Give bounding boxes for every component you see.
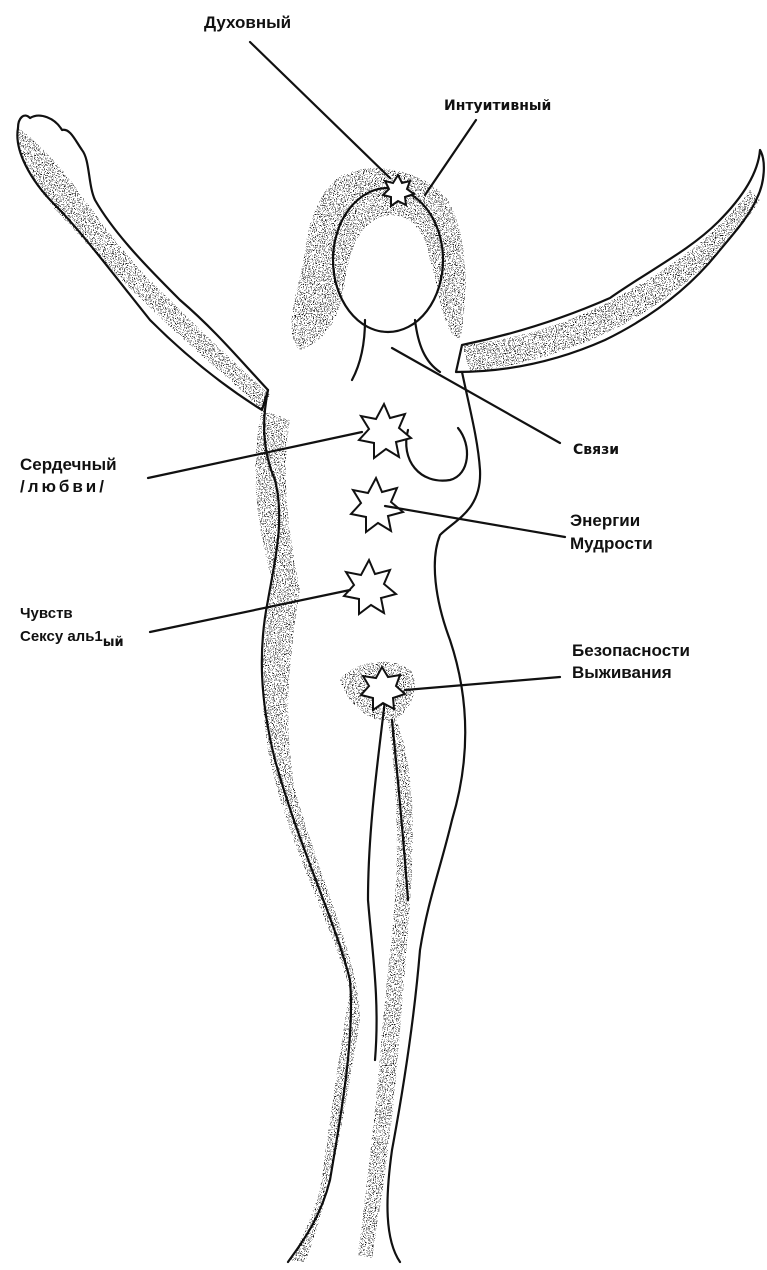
label-safety-line2: Выживания: [572, 662, 672, 683]
right-arm: [456, 150, 764, 372]
thigh-shading: [358, 700, 413, 1258]
chakra-stars: [344, 175, 414, 710]
star-chakra-icon: [359, 404, 411, 458]
label-heart-line1: Сердечный: [20, 454, 117, 475]
star-chakra-icon: [351, 478, 403, 532]
line-energy: [385, 506, 565, 537]
star-chakra-icon: [344, 560, 396, 614]
line-safety: [405, 677, 560, 690]
label-energy-line2: Мудрости: [570, 533, 653, 554]
label-senses-line2-tail: ый: [103, 635, 124, 650]
line-intuitive: [425, 120, 476, 195]
right-arm-shading: [462, 190, 760, 372]
line-heart: [148, 432, 362, 478]
label-intuitive: Интуитивный: [444, 96, 551, 117]
label-safety-line1: Безопасности: [572, 640, 690, 661]
label-energy-line1: Энергии: [570, 510, 640, 531]
label-senses-line2: Сексу аль1ый: [20, 626, 124, 648]
line-spiritual: [250, 42, 390, 178]
hair: [291, 168, 465, 350]
left-side-shading: [255, 410, 360, 1262]
label-heart-line2: /любви/: [20, 476, 107, 497]
line-senses: [150, 590, 350, 632]
chest-detail: [406, 428, 467, 481]
label-senses-line2-main: Сексу аль1: [20, 628, 103, 645]
left-arm-shading: [18, 128, 270, 410]
label-connection: Связи: [573, 440, 619, 461]
label-senses-line1: Чувств: [20, 603, 73, 624]
label-spiritual: Духовный: [204, 12, 291, 33]
